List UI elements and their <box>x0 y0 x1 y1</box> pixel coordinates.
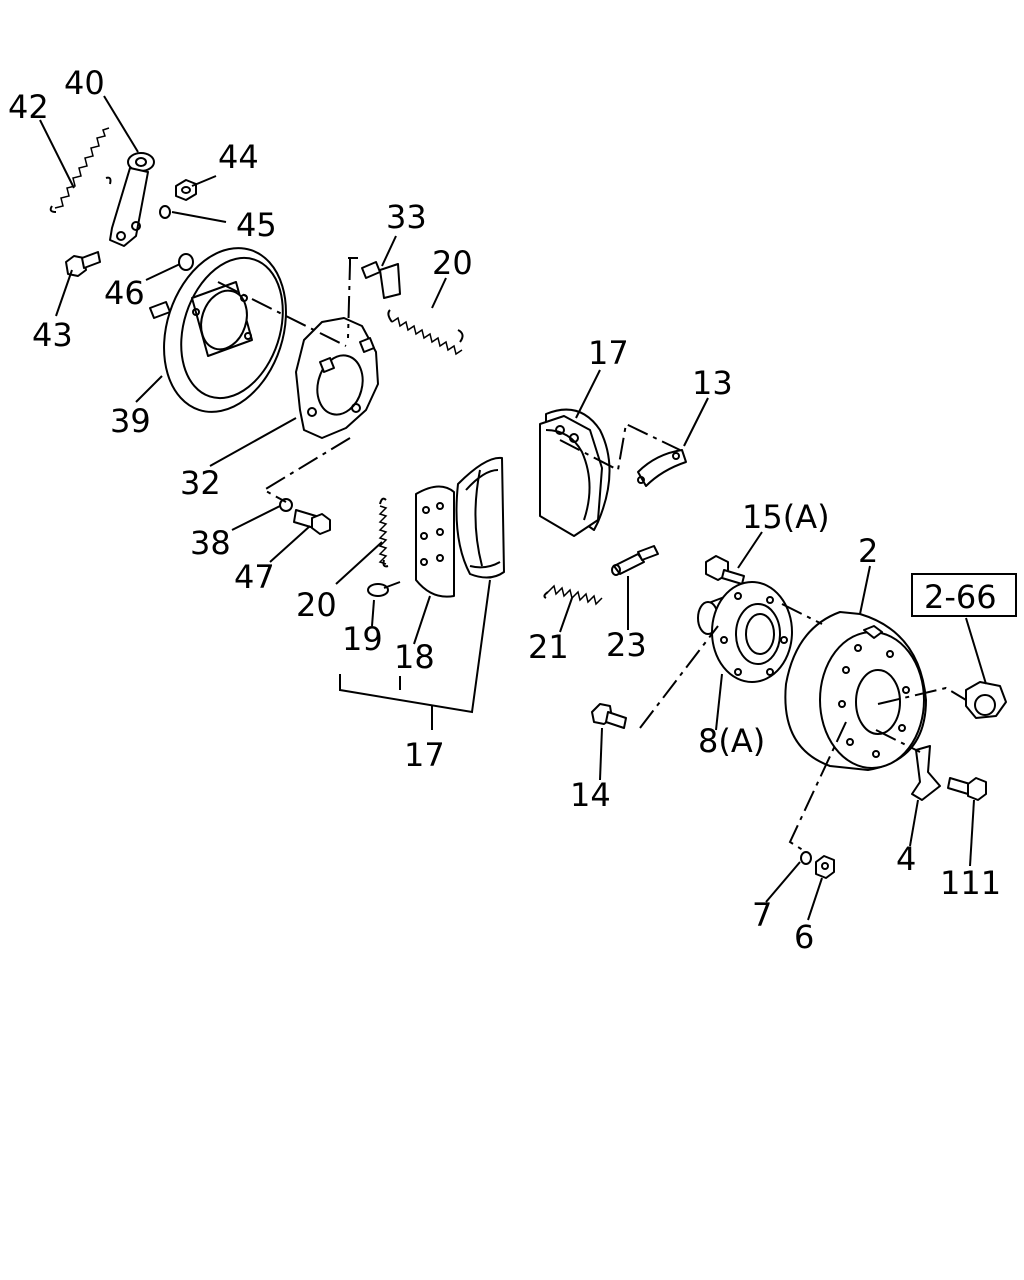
label-6: 6 <box>794 918 814 956</box>
assembly-center-lines <box>217 257 967 853</box>
retainer-4-part <box>911 745 941 801</box>
hub-flange-8-part <box>697 581 793 683</box>
label-39: 39 <box>110 402 151 440</box>
pin-33-part <box>361 261 401 299</box>
spring-21-part <box>543 584 603 606</box>
label-4: 4 <box>896 840 916 878</box>
label-38: 38 <box>190 524 231 562</box>
washer-45-part <box>159 205 171 219</box>
nut-6-part <box>815 855 835 879</box>
label-20-lower: 20 <box>296 586 337 624</box>
pin-19-part <box>367 581 401 597</box>
label-17-upper: 17 <box>588 334 629 372</box>
label-8A: 8(A) <box>698 722 765 760</box>
brake-shoe-17-lower-part <box>455 456 505 579</box>
label-33: 33 <box>386 198 427 236</box>
bolt-15-part <box>705 555 745 585</box>
spring-20-lower-part <box>378 497 389 568</box>
brake-lining-18-part <box>415 485 455 598</box>
label-13: 13 <box>692 364 733 402</box>
label-21: 21 <box>528 628 569 666</box>
reference-box <box>911 573 1017 617</box>
spring-20-upper-part <box>387 309 464 356</box>
label-46: 46 <box>104 274 145 312</box>
label-45: 45 <box>236 206 277 244</box>
label-20-upper: 20 <box>432 244 473 282</box>
label-2: 2 <box>858 532 878 570</box>
label-23: 23 <box>606 626 647 664</box>
lever-40-part <box>109 152 155 247</box>
leader-lines <box>39 95 987 921</box>
brake-drum-2-part <box>784 611 927 771</box>
adjuster-23-part <box>611 545 659 576</box>
label-18: 18 <box>394 638 435 676</box>
nut-44-part <box>175 179 197 201</box>
washer-7-part <box>800 851 812 865</box>
bolt-43-part <box>65 251 101 277</box>
reference-label: 2-66 <box>924 578 997 616</box>
label-43: 43 <box>32 316 73 354</box>
bolt-47-part <box>293 509 331 535</box>
washer-38-part <box>279 498 293 512</box>
washer-46-part <box>178 253 194 271</box>
label-14: 14 <box>570 776 611 814</box>
brake-shoe-17-upper-part <box>539 408 611 537</box>
clip-13-part <box>637 449 687 487</box>
backing-plate-39-part <box>163 247 287 413</box>
bolt-111-part <box>947 777 987 801</box>
label-40: 40 <box>64 64 105 102</box>
label-111: 111 <box>940 864 1001 902</box>
adapter-plate-32-part <box>295 317 379 439</box>
bolt-14-part <box>591 703 627 729</box>
spring-42-part <box>49 127 112 213</box>
label-44: 44 <box>218 138 259 176</box>
label-47: 47 <box>234 558 275 596</box>
label-42: 42 <box>8 88 49 126</box>
hub-nut-part <box>965 681 1007 719</box>
label-19: 19 <box>342 620 383 658</box>
label-32: 32 <box>180 464 221 502</box>
label-15A: 15(A) <box>742 498 830 536</box>
label-7: 7 <box>752 896 772 934</box>
stud-46-part <box>149 301 171 319</box>
label-17-lower: 17 <box>404 736 445 774</box>
